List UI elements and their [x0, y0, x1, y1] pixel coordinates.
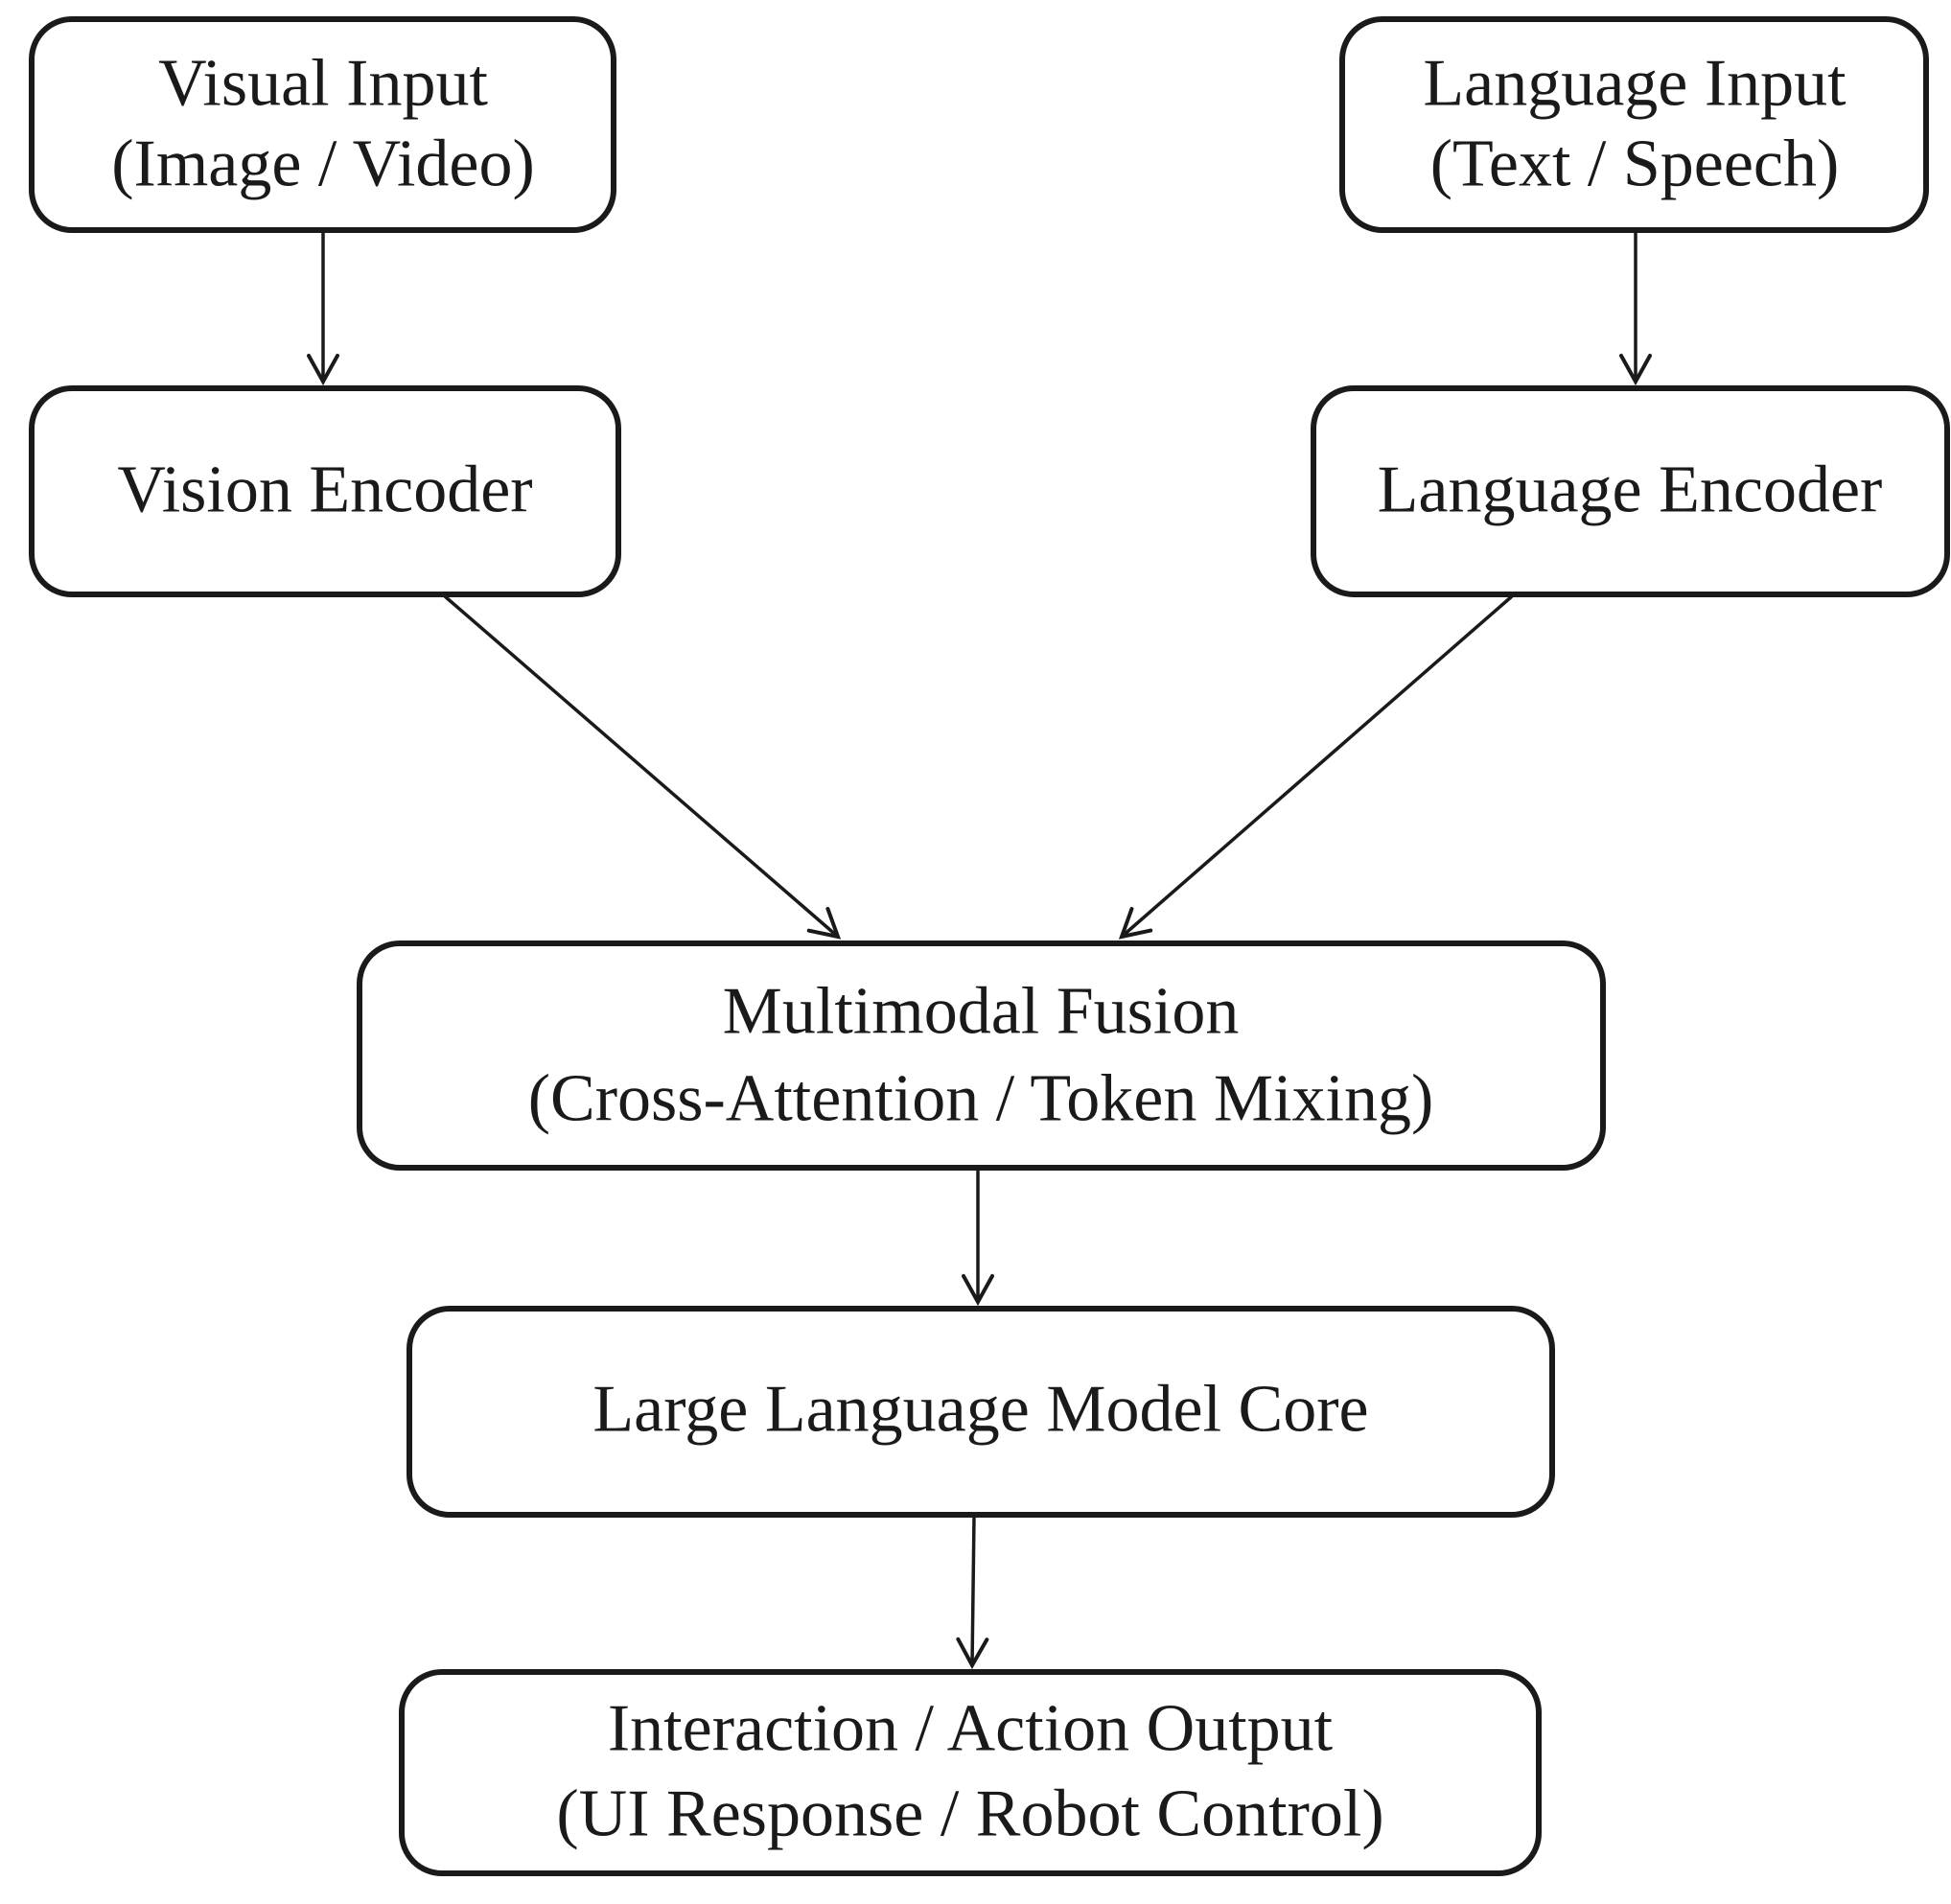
node-language-encoder: Language Encoder [1311, 385, 1950, 597]
visual-input-box [29, 16, 616, 233]
edge-vision-encoder-to-fusion [443, 594, 842, 940]
edge-language-encoder-to-fusion [1118, 594, 1514, 940]
language-input-box [1339, 16, 1929, 233]
action-output-label-line1: Interaction / Action Output [608, 1692, 1334, 1766]
node-action-output: Interaction / Action Output (UI Response… [399, 1669, 1542, 1876]
node-language-input: Language Input (Text / Speech) [1339, 16, 1929, 233]
multimodal-fusion-label-line1: Multimodal Fusion [723, 975, 1240, 1049]
llm-core-label: Large Language Model Core [592, 1373, 1368, 1447]
llm-core-box [406, 1306, 1555, 1518]
edges [307, 233, 1652, 1670]
language-input-label-line2: (Text / Speech) [1430, 128, 1840, 201]
action-output-box [399, 1669, 1542, 1876]
language-encoder-box [1311, 385, 1950, 597]
node-vision-encoder: Vision Encoder [29, 385, 621, 597]
vision-encoder-label: Vision Encoder [117, 453, 532, 527]
vision-encoder-box [29, 385, 621, 597]
node-llm-core: Large Language Model Core [406, 1306, 1555, 1518]
action-output-label-line2: (UI Response / Robot Control) [556, 1777, 1383, 1851]
multimodal-fusion-box [357, 940, 1606, 1171]
visual-input-label-line1: Visual Input [158, 47, 488, 121]
language-input-label-line1: Language Input [1423, 47, 1846, 121]
node-visual-input: Visual Input (Image / Video) [29, 16, 616, 233]
language-encoder-label: Language Encoder [1378, 453, 1883, 527]
visual-input-label-line2: (Image / Video) [111, 128, 535, 201]
edge-llm-core-to-output [956, 1516, 989, 1670]
multimodal-fusion-label-line2: (Cross-Attention / Token Mixing) [528, 1062, 1434, 1136]
node-multimodal-fusion: Multimodal Fusion (Cross-Attention / Tok… [357, 940, 1606, 1171]
